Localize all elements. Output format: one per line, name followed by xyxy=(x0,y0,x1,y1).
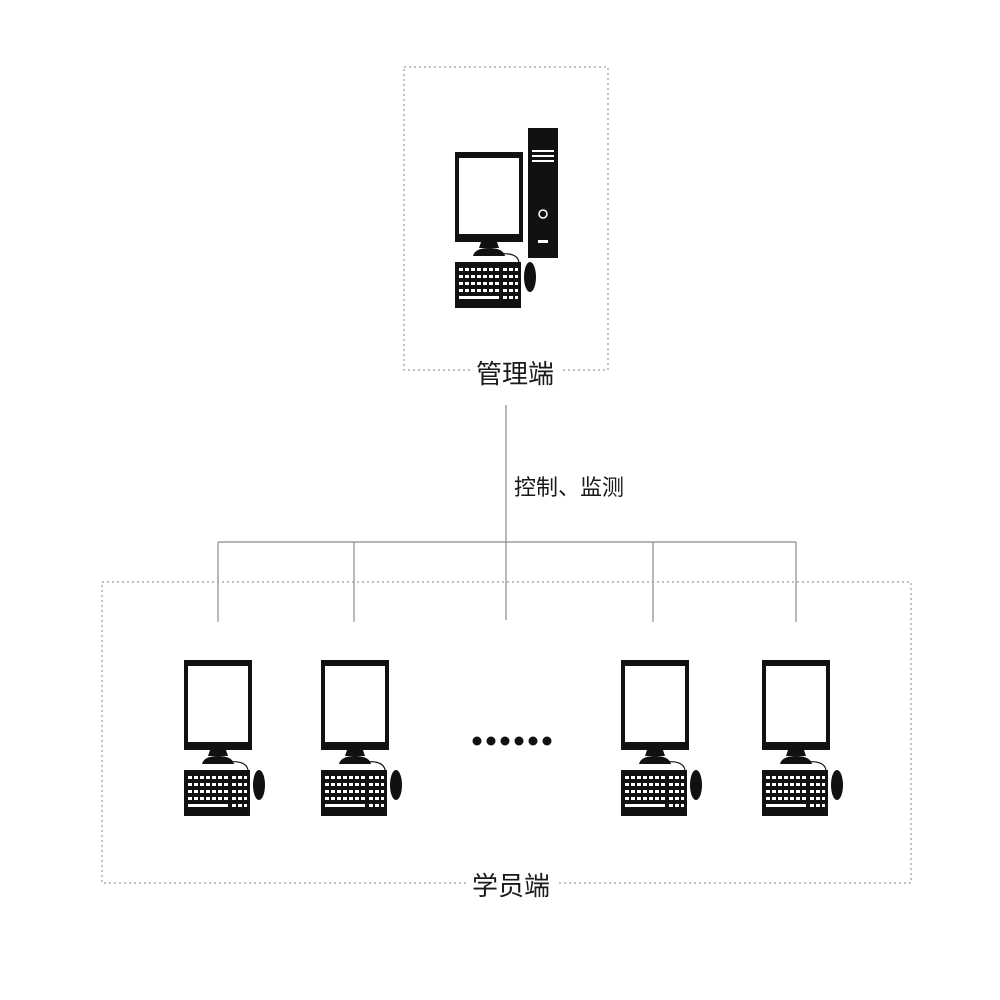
student-computer-icon xyxy=(761,659,844,817)
student-computer-icon xyxy=(620,659,703,817)
student-label: 学员端 xyxy=(466,872,557,902)
student-computer-icon xyxy=(320,659,403,817)
control-monitor-label: 控制、监测 xyxy=(514,476,625,501)
manager-computer-icon xyxy=(454,127,559,309)
manager-label: 管理端 xyxy=(470,360,561,390)
student-computer-icon xyxy=(183,659,266,817)
ellipsis-dots xyxy=(472,736,552,746)
manager-group-box xyxy=(403,66,609,371)
